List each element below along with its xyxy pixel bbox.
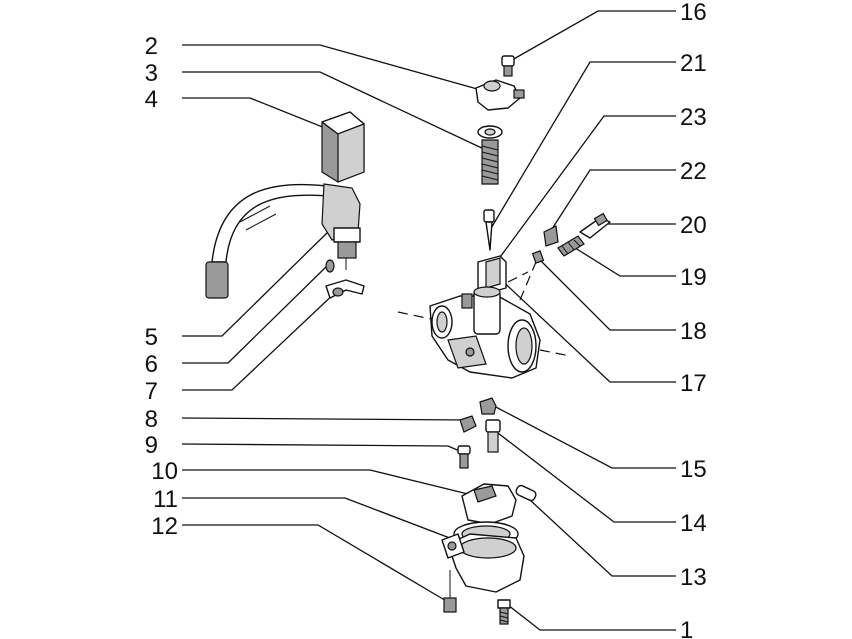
part-22-idle-screw [543,225,559,247]
part-17-carburetor-body [397,261,571,379]
part-5-choke-cable [205,183,361,299]
leader-14 [493,429,676,523]
callout-1: 1 [680,617,693,639]
leader-2 [182,44,489,93]
callout-4: 4 [145,86,158,113]
callout-7: 7 [145,378,158,405]
callout-23: 23 [680,104,707,131]
callout-6: 6 [145,351,158,378]
leader-19 [571,245,676,277]
part-14-jet-holder [485,419,501,453]
leader-3 [182,71,487,151]
callout-8: 8 [145,406,158,433]
leader-11 [182,497,456,541]
leader-6 [182,264,329,364]
part-12-float-bowl [441,533,525,593]
callout-16: 16 [680,0,707,26]
callout-5: 5 [145,324,158,351]
callout-labels: 2 3 4 5 6 7 8 9 10 11 12 16 21 23 22 20 … [145,0,707,639]
leader-7 [182,289,339,391]
part-23-slide [477,255,507,295]
leader-21 [489,61,676,231]
callout-22: 22 [680,158,707,185]
part-13-float-pin [515,484,537,502]
part-9-pilot-jet [457,445,471,469]
callout-11: 11 [153,486,178,513]
leader-13 [529,499,676,577]
callout-12: 12 [151,513,178,540]
part-21-needle [483,209,495,251]
callout-2: 2 [145,33,158,60]
leader-15 [491,404,676,469]
part-19-spring [557,235,585,257]
part-4-choke-cap [321,111,365,183]
part-20-mixture-screw [579,212,611,239]
callout-13: 13 [680,564,707,591]
callout-21: 21 [680,50,707,77]
leader-1 [507,604,676,631]
leader-23 [491,115,676,269]
leader-22 [549,169,676,233]
part-3-spring [477,125,503,185]
callout-15: 15 [680,456,707,483]
part-10-float [461,483,517,525]
part-16-screw [501,55,515,77]
part-15-nut [479,397,497,415]
part-2-top-cap [475,79,525,111]
leader-10 [182,469,473,496]
callout-20: 20 [680,212,707,239]
part-6-washer [325,259,335,273]
callout-9: 9 [145,432,158,459]
callout-18: 18 [680,318,707,345]
leader-17 [495,274,676,383]
part-8-jet [459,415,477,433]
leader-16 [511,10,676,61]
leader-5 [182,229,331,337]
callout-14: 14 [680,510,707,537]
callout-19: 19 [680,264,707,291]
part-7-clip [325,279,365,299]
callout-10: 10 [151,458,178,485]
leader-8 [181,417,469,421]
callout-17: 17 [680,370,707,397]
leader-9 [181,443,463,453]
leader-12 [182,524,449,603]
part-18-jet [531,250,545,264]
leader-18 [537,257,676,331]
part-bowl-screw [443,570,457,613]
part-1-drain-screw [497,599,511,625]
callout-3: 3 [145,60,158,87]
leader-4 [182,97,331,131]
leader-lines [181,10,676,631]
